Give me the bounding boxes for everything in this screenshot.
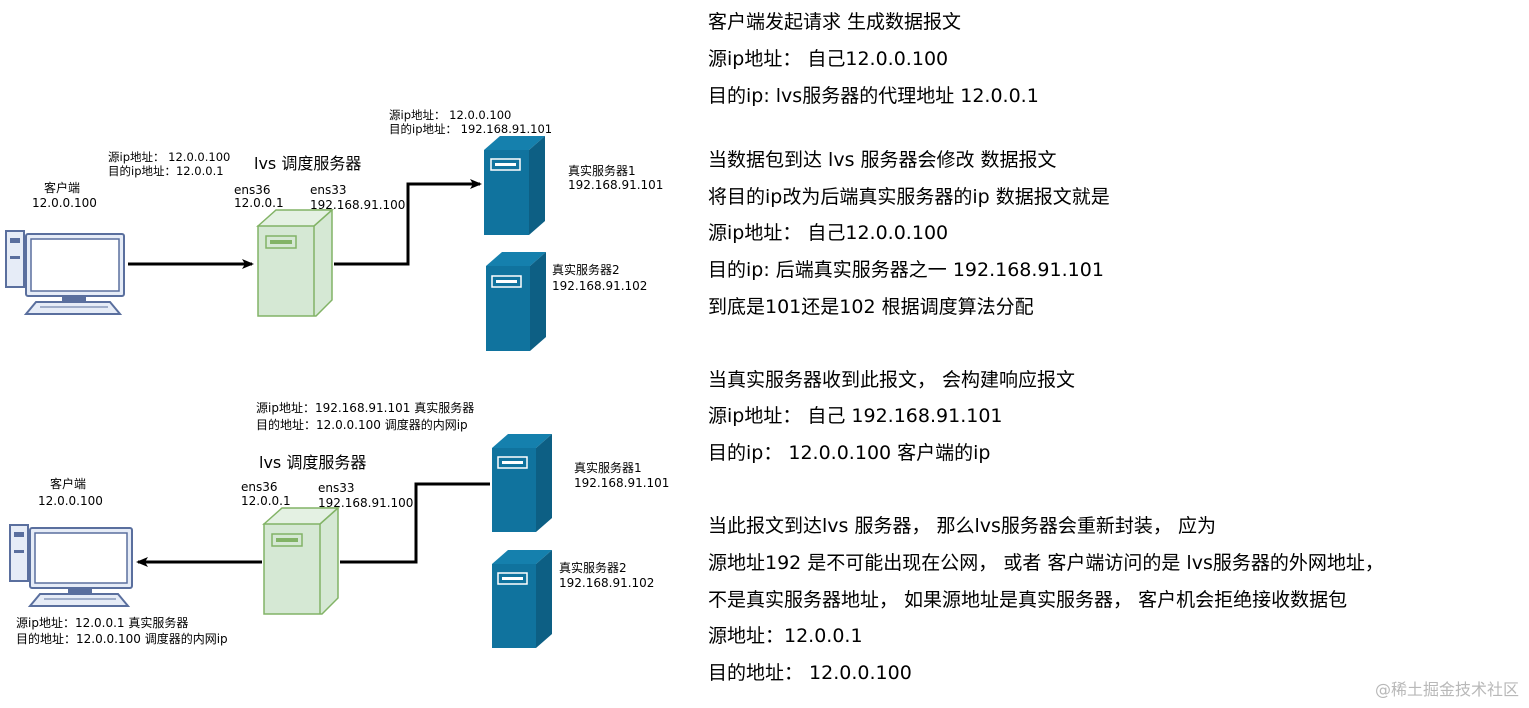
bottom-rs1-ip: 192.168.91.101 (574, 476, 670, 490)
bottom-rs2-ip: 192.168.91.102 (559, 576, 655, 590)
bottom-header-dst: 目的地址：12.0.0.100 调度器的内网ip (256, 418, 468, 432)
text-line: 目的ip: 后端真实服务器之一 192.168.91.101 (708, 259, 1104, 281)
bottom-ens36-name: ens36 (241, 480, 278, 494)
top-ens36-name: ens36 (234, 183, 271, 197)
client-computer-icon (5, 230, 125, 315)
top-header-src: 源ip地址： 12.0.0.100 (389, 108, 512, 122)
top-ens33-ip: 192.168.91.100 (310, 198, 406, 212)
top-client-dst: 目的ip地址：12.0.0.1 (108, 164, 224, 178)
text-line: 将目的ip改为后端真实服务器的ip 数据报文就是 (708, 186, 1110, 208)
bottom-rs2-name: 真实服务器2 (559, 561, 627, 575)
lvs-server-icon (256, 209, 334, 317)
top-ens33-name: ens33 (310, 183, 347, 197)
bottom-footer-dst: 目的地址：12.0.0.100 调度器的内网ip (16, 632, 228, 646)
text-line: 当真实服务器收到此报文， 会构建响应报文 (708, 369, 1076, 391)
top-rs2-name: 真实服务器2 (552, 263, 620, 277)
real-server-1-icon (484, 136, 545, 235)
bottom-footer-src: 源ip地址：12.0.0.1 真实服务器 (16, 616, 189, 630)
top-client-ip: 12.0.0.100 (32, 196, 97, 210)
top-client-src: 源ip地址： 12.0.0.100 (108, 150, 231, 164)
text-line: 源地址：12.0.0.1 (708, 625, 863, 647)
real-server-1-icon-bottom (492, 434, 552, 532)
top-rs1-name: 真实服务器1 (568, 164, 636, 178)
bottom-lvs-title: lvs 调度服务器 (259, 453, 367, 472)
text-line: 目的ip： 12.0.0.100 客户端的ip (708, 442, 991, 464)
text-line: 目的地址： 12.0.0.100 (708, 662, 912, 684)
text-line: 源ip地址： 自己12.0.0.100 (708, 222, 949, 244)
text-line: 源ip地址： 自己12.0.0.100 (708, 48, 949, 70)
diagram-canvas (5, 136, 552, 648)
bottom-header-src: 源ip地址：192.168.91.101 真实服务器 (256, 401, 475, 415)
text-line: 当此报文到达lvs 服务器， 那么lvs服务器会重新封装， 应为 (708, 515, 1216, 537)
bottom-rs1-name: 真实服务器1 (574, 461, 642, 475)
text-line: 目的ip: lvs服务器的代理地址 12.0.0.1 (708, 85, 1039, 107)
top-ens36-ip: 12.0.0.1 (234, 196, 284, 210)
text-line: 到底是101还是102 根据调度算法分配 (708, 296, 1034, 318)
lvs-nat-diagram: 源ip地址： 12.0.0.100 目的ip地址： 192.168.91.101… (0, 0, 700, 708)
text-line: 当数据包到达 lvs 服务器会修改 数据报文 (708, 149, 1057, 171)
text-line: 源地址192 是不可能出现在公网， 或者 客户端访问的是 lvs服务器的外网地址… (708, 552, 1384, 574)
bottom-client-title: 客户端 (50, 477, 87, 491)
real-server-2-icon-bottom (492, 550, 552, 648)
bottom-ens33-name: ens33 (318, 481, 355, 495)
text-line: 客户端发起请求 生成数据报文 (708, 11, 962, 33)
top-lvs-title: lvs 调度服务器 (254, 154, 362, 173)
bottom-client-ip: 12.0.0.100 (38, 494, 103, 508)
arrow-real-server-to-lvs (340, 482, 490, 564)
top-rs2-ip: 192.168.91.102 (552, 279, 648, 293)
watermark: @稀土掘金技术社区 (1374, 680, 1519, 699)
top-client-title: 客户端 (44, 181, 81, 195)
text-line: 不是真实服务器地址， 如果源地址是真实服务器， 客户机会拒绝接收数据包 (708, 589, 1348, 611)
real-server-2-icon (486, 252, 546, 351)
top-header-dst: 目的ip地址： 192.168.91.101 (389, 122, 553, 136)
arrow-lvs-to-real-server-1 (334, 179, 482, 266)
top-rs1-ip: 192.168.91.101 (568, 178, 664, 192)
text-line: 源ip地址： 自己 192.168.91.101 (708, 405, 1003, 427)
bottom-ens33-ip: 192.168.91.100 (318, 496, 414, 510)
lvs-server-icon-bottom (262, 507, 340, 615)
bottom-ens36-ip: 12.0.0.1 (241, 494, 291, 508)
client-computer-icon-bottom (9, 524, 133, 607)
